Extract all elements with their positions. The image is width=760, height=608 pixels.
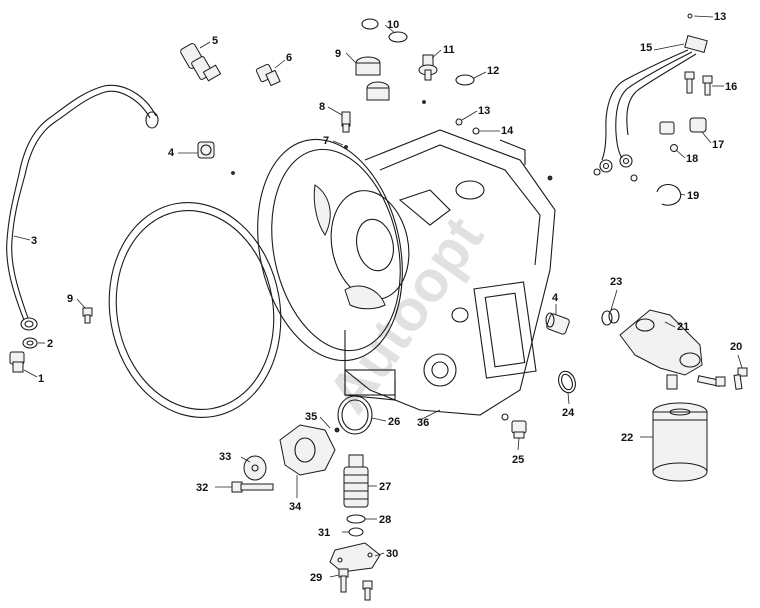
callout-32: 32 [196,482,208,494]
seal-part-26 [337,395,373,435]
leader-lines [13,15,743,578]
callout-17: 17 [712,139,724,151]
callout-20: 20 [730,341,742,353]
o-rings-part-23 [601,308,620,326]
fitting-part-25 [501,413,527,439]
callout-22: 22 [621,432,633,444]
bolts-part-20 [697,367,748,390]
callout-18: 18 [686,153,698,165]
callout-31: 31 [318,527,330,539]
callout-2: 2 [47,338,53,350]
wiring-harness-part-15 [599,35,708,173]
fitting-part-1 [9,351,25,373]
callout-11: 11 [443,44,455,56]
callout-8: 8 [319,101,325,113]
callout-9: 9 [67,293,73,305]
callout-13: 13 [714,11,726,23]
callout-26: 26 [388,416,400,428]
callout-labels: 1 2 3 4 4 5 6 7 8 9 9 10 11 12 13 13 14 … [31,11,742,584]
callout-16: 16 [725,81,737,93]
bolts-part-16 [684,71,713,96]
filter-head-part-21 [619,309,703,390]
callout-21: 21 [677,321,689,333]
callout-33: 33 [219,451,231,463]
callout-14: 14 [501,125,514,137]
nut-part-4-left [197,141,215,159]
callout-7: 7 [323,135,329,147]
strainer-part-27 [343,454,369,508]
callout-5: 5 [212,35,218,47]
part-13-right [687,13,693,19]
bolt-part-9-left [82,307,93,324]
callout-1: 1 [38,373,44,385]
watermark-text: Autoopt [315,205,496,424]
callout-12: 12 [487,65,499,77]
washer-part-2 [22,337,38,349]
clip-part-19 [656,183,682,206]
fittings-part-17 [659,117,707,135]
callout-36: 36 [417,417,429,429]
o-ring-part-31 [348,527,364,537]
connector-part-6 [255,63,281,87]
o-ring-part-12 [455,74,475,86]
callout-29: 29 [310,572,322,584]
cover-plate-part-30 [329,542,381,573]
oil-filter-part-22 [652,402,708,482]
callout-10: 10 [387,19,399,31]
sensor-part-11 [418,54,438,81]
callout-3: 3 [31,235,37,247]
part-14-small [472,127,480,135]
o-ring-part-28 [346,514,366,524]
plug-part-9-top [355,56,390,101]
callout-30: 30 [386,548,398,560]
washer-part-33 [243,455,267,481]
bracket-part-34 [279,424,340,476]
plug-part-4-right [545,312,570,335]
part-18-small [670,144,678,152]
o-ring-part-24 [558,370,576,394]
callout-28: 28 [379,514,391,526]
part-13-small [455,118,463,126]
callout-19: 19 [687,190,699,202]
callout-15: 15 [640,42,652,54]
callout-4: 4 [552,292,559,304]
transmission-housing-part-36 [344,129,556,416]
oil-tube-part-3 [6,84,159,331]
sensor-part-8 [341,111,351,133]
callout-6: 6 [286,52,292,64]
callout-25: 25 [512,454,524,466]
callout-4: 4 [168,147,175,159]
housing-flange [257,138,410,362]
callout-34: 34 [289,501,302,513]
bolt-part-32 [231,481,274,493]
callout-9: 9 [335,48,341,60]
bolts-part-29 [338,568,373,601]
callout-35: 35 [305,411,317,423]
callout-23: 23 [610,276,622,288]
callout-13: 13 [478,105,490,117]
gasket-ring [108,202,282,418]
connector-part-5 [180,43,222,82]
callout-27: 27 [379,481,391,493]
callout-24: 24 [562,407,575,419]
o-ring-part-10 [361,18,408,43]
